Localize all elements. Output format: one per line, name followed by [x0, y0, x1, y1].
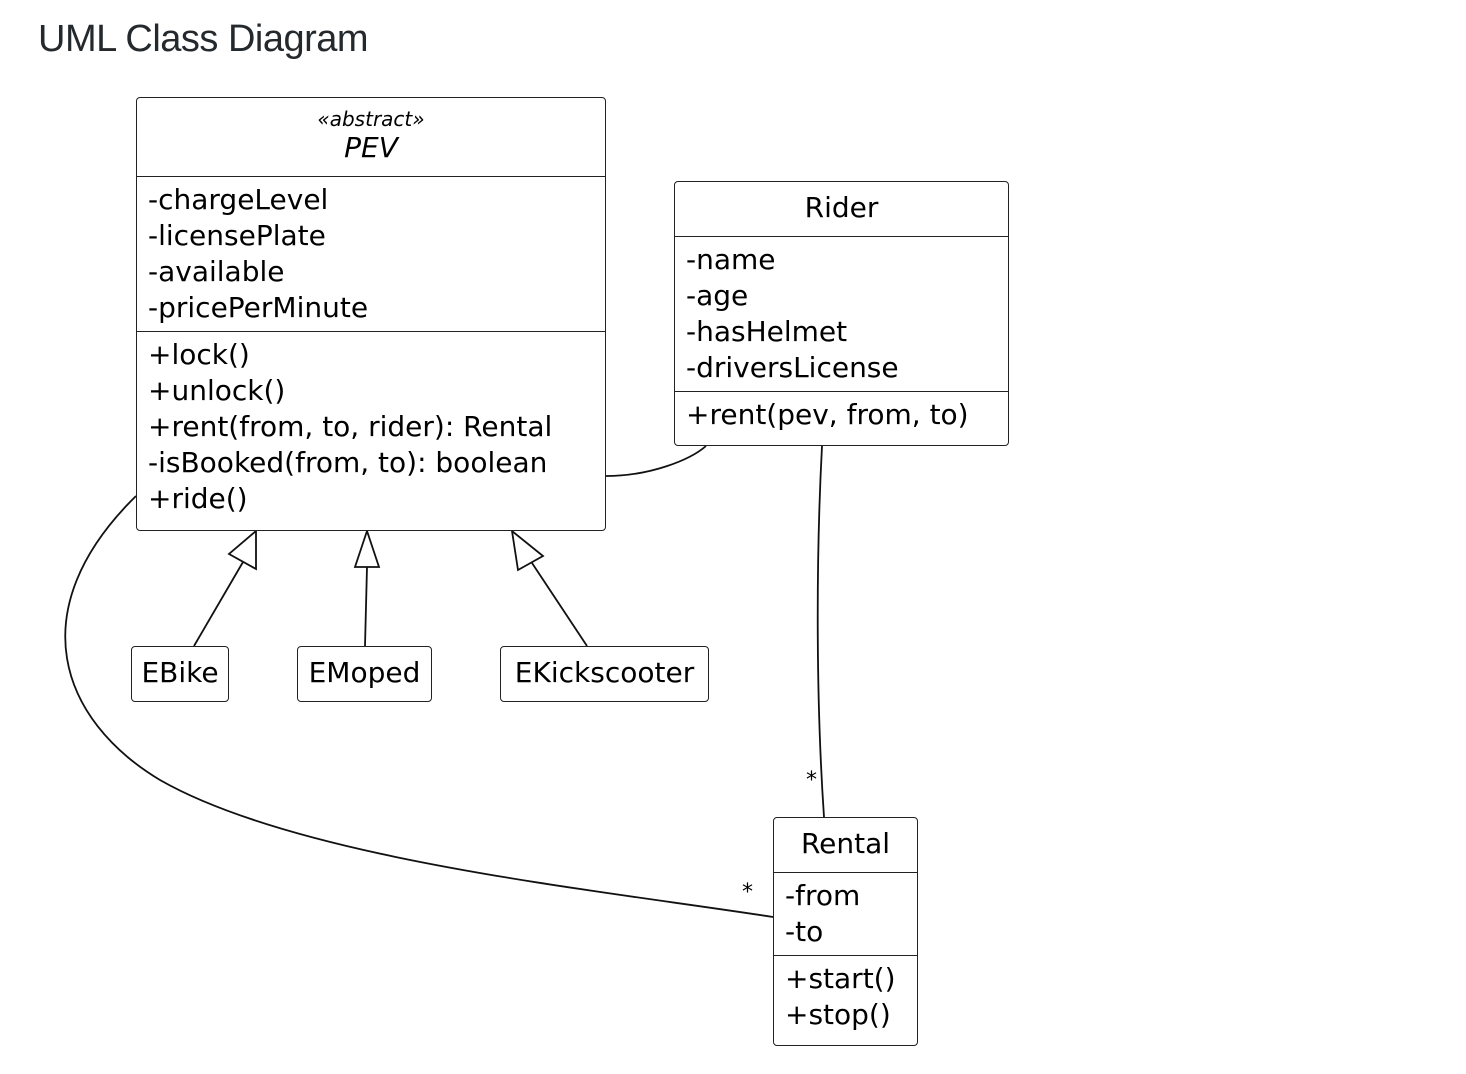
class-pev-method: +rent(from, to, rider): Rental: [148, 410, 553, 443]
class-pev-attribute: -chargeLevel: [148, 183, 329, 216]
generalization-ekickscooter-pev: [531, 562, 588, 647]
class-pev-name: PEV: [344, 131, 398, 164]
class-rider-attribute: -age: [686, 279, 749, 312]
multiplicity-pev-rental: *: [742, 880, 753, 905]
class-rental: Rental -from -to +start() +stop(): [773, 817, 918, 1046]
generalization-ebike-pev: [193, 561, 244, 647]
class-rental-header: Rental: [774, 818, 917, 873]
class-rider-name: Rider: [804, 191, 879, 224]
class-pev: «abstract» PEV -chargeLevel -licensePlat…: [136, 97, 606, 531]
class-rider-attribute: -name: [686, 243, 776, 276]
multiplicity-rider-rental: *: [806, 768, 817, 793]
association-rider-rental: [816, 445, 825, 818]
class-pev-attribute: -available: [148, 255, 285, 288]
class-pev-header: «abstract» PEV: [137, 98, 605, 177]
generalization-emoped-pev: [364, 566, 368, 647]
class-ekickscooter: EKickscooter: [500, 646, 709, 702]
inheritance-arrowhead-emoped: [353, 528, 381, 568]
inheritance-arrowhead-ebike: [227, 529, 257, 571]
class-rider-method: +rent(pev, from, to): [686, 398, 969, 431]
class-pev-method: +lock(): [148, 338, 250, 371]
page-title: UML Class Diagram: [38, 18, 369, 60]
class-rental-name: Rental: [800, 827, 891, 860]
class-pev-attribute: -pricePerMinute: [148, 291, 369, 324]
class-rider-attributes: -name -age -hasHelmet -driversLicense: [675, 237, 1008, 392]
class-rental-attribute: -to: [785, 915, 824, 948]
inheritance-arrowhead-ekickscooter: [510, 528, 545, 572]
class-rider-header: Rider: [675, 182, 1008, 237]
class-pev-method: +ride(): [148, 482, 248, 515]
class-ebike: EBike: [131, 646, 229, 702]
class-pev-stereotype: «abstract»: [317, 107, 425, 131]
class-rental-methods: +start() +stop(): [774, 956, 917, 1038]
class-rental-attributes: -from -to: [774, 873, 917, 956]
class-rental-attribute: -from: [785, 879, 861, 912]
class-pev-methods: +lock() +unlock() +rent(from, to, rider)…: [137, 332, 605, 522]
class-pev-attributes: -chargeLevel -licensePlate -available -p…: [137, 177, 605, 332]
class-rider-attribute: -driversLicense: [686, 351, 899, 384]
class-pev-method: +unlock(): [148, 374, 286, 407]
class-emoped: EMoped: [297, 646, 432, 702]
association-pev-rider: [605, 445, 707, 477]
class-pev-method: -isBooked(from, to): boolean: [148, 446, 548, 479]
association-pev-rental: [64, 495, 774, 918]
class-pev-attribute: -licensePlate: [148, 219, 326, 252]
class-rider-attribute: -hasHelmet: [686, 315, 848, 348]
class-rider: Rider -name -age -hasHelmet -driversLice…: [674, 181, 1009, 446]
class-rental-method: +stop(): [785, 998, 891, 1031]
class-rental-method: +start(): [785, 962, 896, 995]
class-rider-methods: +rent(pev, from, to): [675, 392, 1008, 438]
